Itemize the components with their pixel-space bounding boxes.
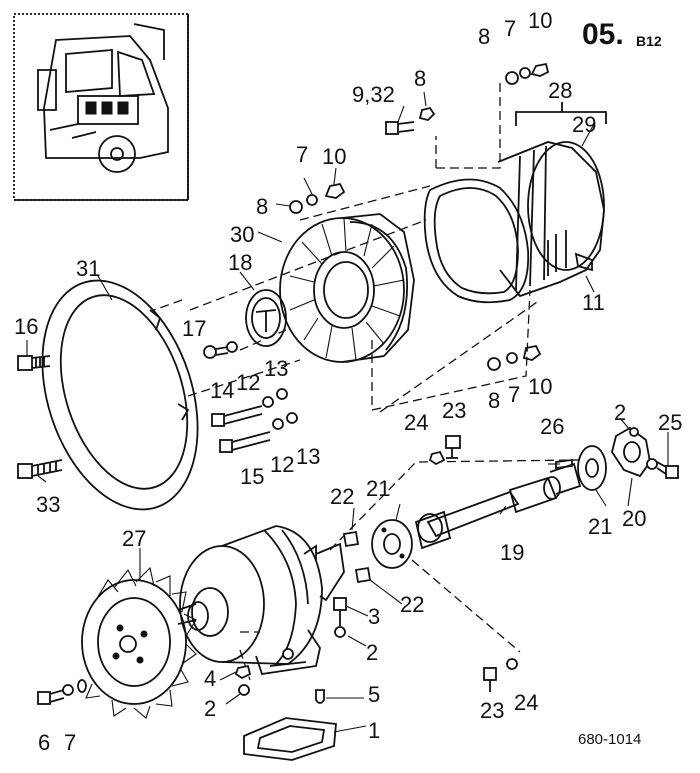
callout-3: 3 [368,604,380,629]
fan-motor-assembly [177,525,345,676]
callout-16: 16 [14,314,38,339]
callout-31: 31 [76,256,100,281]
callout-7d: 7 [508,382,520,407]
fan-shroud-31 [41,279,199,511]
callout-27: 27 [122,526,146,551]
callout-18: 18 [228,250,252,275]
callout-2b: 2 [204,696,216,721]
callout-8b: 8 [478,24,490,49]
bolt-17 [203,341,238,359]
bolt-23-bottom [483,658,518,692]
callout-25: 25 [658,410,682,435]
callout-28: 28 [548,78,572,103]
callout-23b: 23 [480,698,504,723]
callout-20: 20 [622,506,646,531]
bolt-9-32 [385,106,436,135]
callout-12a: 12 [236,370,260,395]
callout-10c: 10 [528,374,552,399]
clamp-22-bottom [354,566,372,584]
clamp-22-top [342,530,360,548]
bolt-6 [37,679,87,705]
drive-shaft-19 [414,462,582,550]
callout-14: 14 [210,378,234,403]
callout-22b: 22 [400,592,424,617]
pin-5 [315,689,325,704]
callout-4: 4 [204,666,216,691]
callout-5: 5 [368,682,380,707]
fan-27 [81,566,197,719]
callout-21b: 21 [588,514,612,539]
callout-7b: 7 [296,142,308,167]
callout-9-32: 9,32 [352,82,395,107]
callout-22a: 22 [330,484,354,509]
bracket-20 [611,426,651,478]
pin-26 [555,458,573,470]
bolt-25 [646,458,679,479]
bolt-15 [219,412,298,453]
nut-4 [234,664,252,696]
flange-21-left [371,519,413,569]
fan-housing-30 [279,213,415,363]
callout-11: 11 [582,290,605,315]
bolt-16 [17,355,51,371]
callout-10a: 10 [322,144,346,169]
flange-21-right [577,445,607,491]
leader-lines [26,91,669,733]
bolt-33 [17,459,63,479]
callout-24b: 24 [514,690,538,715]
callout-2a: 2 [366,640,378,665]
bell-housing-29 [497,102,607,298]
callout-13a: 13 [264,356,288,381]
callout-29: 29 [572,112,596,137]
callout-2c: 2 [614,400,626,425]
callout-8a: 8 [256,194,268,219]
callout-30: 30 [230,222,254,247]
figure-reference: 680-1014 [578,731,641,748]
gasket [423,178,530,304]
callout-12b: 12 [270,452,294,477]
callout-7a: 7 [64,730,76,755]
callout-10b: 10 [528,8,552,33]
callout-21a: 21 [366,476,390,501]
section-number: 05. [582,18,624,51]
callout-13b: 13 [296,444,320,469]
callout-7c: 7 [504,16,516,41]
bolt-3 [333,597,347,638]
washers-8-7-10-top [289,182,346,214]
washers-8-7-10-right-mid [487,344,542,371]
truck-cab-inset [13,13,189,201]
callout-23a: 23 [442,398,466,423]
callout-26: 26 [540,414,564,439]
bolt-14 [211,388,288,427]
gasket-plate-1 [243,717,337,761]
section-suffix: B12 [636,33,662,49]
callout-33: 33 [36,492,60,517]
washers-8-7-10-right-top [505,62,550,85]
callout-labels: 1 2 2 2 3 4 5 6 7 7 7 7 8 8 8 8 9,32 10 … [14,8,682,755]
callout-8d: 8 [488,388,500,413]
callout-24a: 24 [404,410,428,435]
callout-8c: 8 [414,66,426,91]
callout-15: 15 [240,464,264,489]
callout-6: 6 [38,730,50,755]
callout-1: 1 [368,718,380,743]
bolt-23-mid [428,435,461,466]
callout-19: 19 [500,540,524,565]
callout-17: 17 [182,316,206,341]
